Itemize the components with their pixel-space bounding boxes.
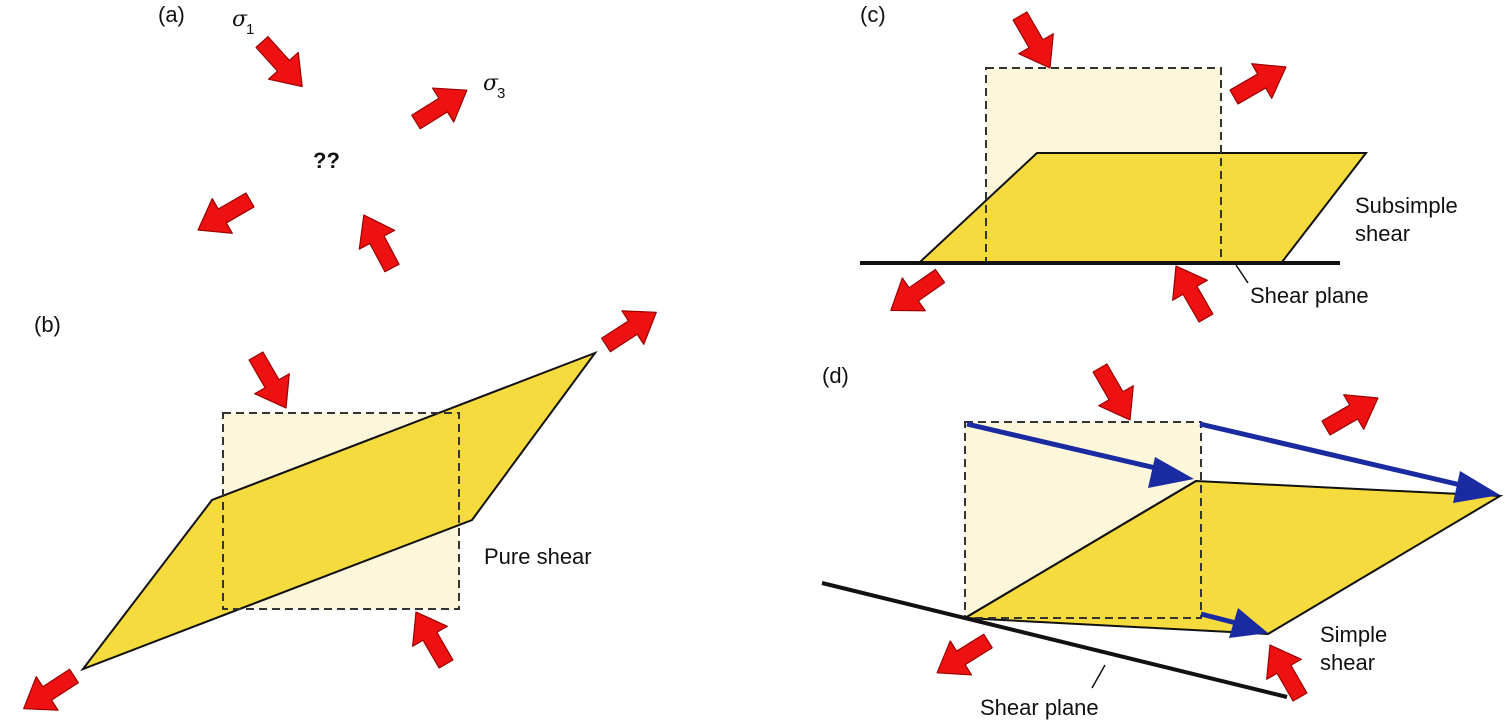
sigma1-symbol: σ — [232, 7, 248, 32]
panel-b: (b) Pure shear — [12, 294, 668, 725]
sigma3-symbol: σ — [483, 71, 499, 96]
displacement-arrow-top-right-icon — [1199, 421, 1500, 503]
sigma1-arrow-lower-icon — [345, 205, 411, 278]
panel-a-label: (a) — [158, 2, 185, 27]
subsimple-shear-caption-line2: shear — [1355, 221, 1410, 246]
extension-arrow-left-icon — [925, 623, 1000, 691]
compression-arrow-bottom-icon — [1158, 255, 1224, 329]
compression-arrow-bottom-icon — [398, 601, 464, 675]
sigma1-subscript: 1 — [246, 21, 254, 38]
original-square-outline — [222, 412, 460, 610]
panel-d-label: (d) — [822, 363, 849, 388]
shear-plane-leader — [1235, 264, 1249, 284]
sigma3-arrow-icon — [404, 72, 479, 140]
panel-b-label: (b) — [34, 312, 61, 337]
panel-a: (a) σ 1 σ 3 ?? — [158, 2, 505, 278]
sigma3-arrow-lower-icon — [187, 182, 261, 248]
subsimple-shear-caption-line1: Subsimple — [1355, 193, 1458, 218]
panel-c: (c) Subsimple shear Shear plane — [860, 2, 1458, 329]
simple-shear-caption-line2: shear — [1320, 650, 1375, 675]
displacement-arrow-bottom-icon — [1200, 608, 1268, 638]
unknown-strain-mark: ?? — [313, 148, 340, 173]
compression-arrow-top-icon — [1082, 357, 1148, 431]
extension-arrow-right-icon — [1315, 380, 1389, 446]
pure-shear-caption: Pure shear — [484, 544, 592, 569]
original-square-outline — [964, 421, 1202, 619]
extension-arrow-right-icon — [594, 294, 668, 363]
shear-plane-leader — [1091, 664, 1106, 689]
panel-c-label: (c) — [860, 2, 886, 27]
simple-shear-caption-line1: Simple — [1320, 622, 1387, 647]
extension-arrow-left-icon — [878, 259, 953, 328]
extension-arrow-left-icon — [12, 658, 86, 725]
shear-plane-line — [821, 581, 1288, 699]
compression-arrow-top-icon — [238, 345, 304, 419]
deformed-parallelogram — [80, 350, 598, 672]
shear-plane-label: Shear plane — [1250, 283, 1369, 308]
sigma3-subscript: 3 — [497, 85, 505, 102]
panel-d: (d) Simple shear Shear plane — [821, 357, 1504, 720]
deformed-edge-left — [964, 480, 1197, 619]
sigma1-arrow-icon — [246, 28, 318, 101]
extension-arrow-right-icon — [1223, 49, 1297, 115]
shear-plane-label: Shear plane — [980, 695, 1099, 720]
displacement-arrow-top-left-icon — [966, 421, 1194, 488]
